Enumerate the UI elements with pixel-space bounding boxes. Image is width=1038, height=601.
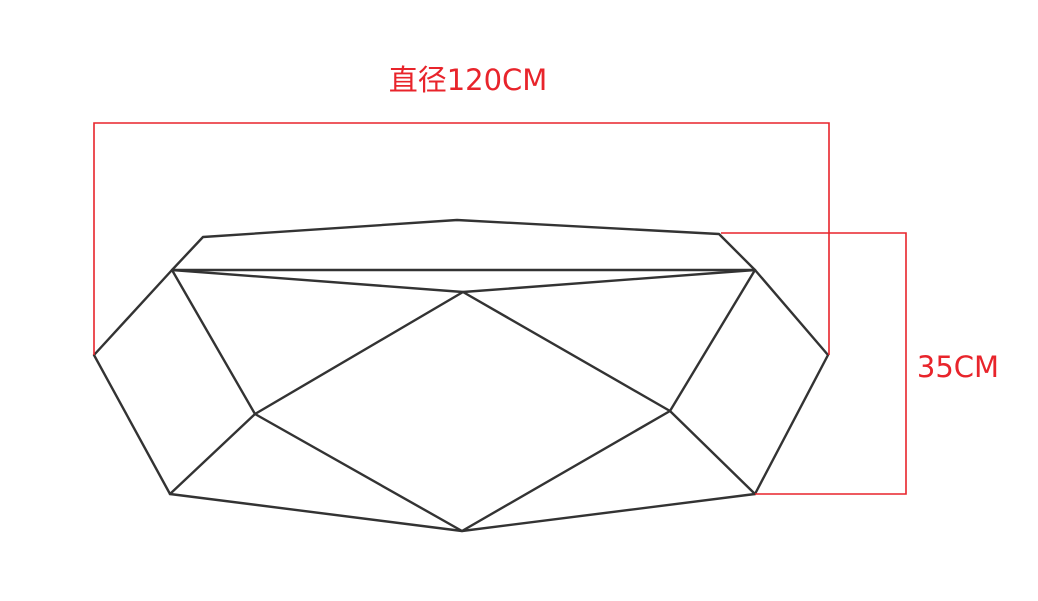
dimension-annotations xyxy=(93,122,907,495)
diameter-label: 直径120CM xyxy=(389,63,548,97)
height-dimension-line xyxy=(721,232,907,495)
table-body-outline xyxy=(92,268,830,533)
front-diamond-facet xyxy=(253,290,672,533)
table-top-face xyxy=(170,218,757,294)
diameter-dimension-line xyxy=(93,122,830,355)
facet-edge xyxy=(168,412,257,496)
height-label: 35CM xyxy=(917,350,999,384)
faceted-table-outline xyxy=(92,218,830,533)
facet-edge xyxy=(668,268,757,413)
facet-edge xyxy=(170,268,257,416)
facet-edge xyxy=(668,409,757,496)
